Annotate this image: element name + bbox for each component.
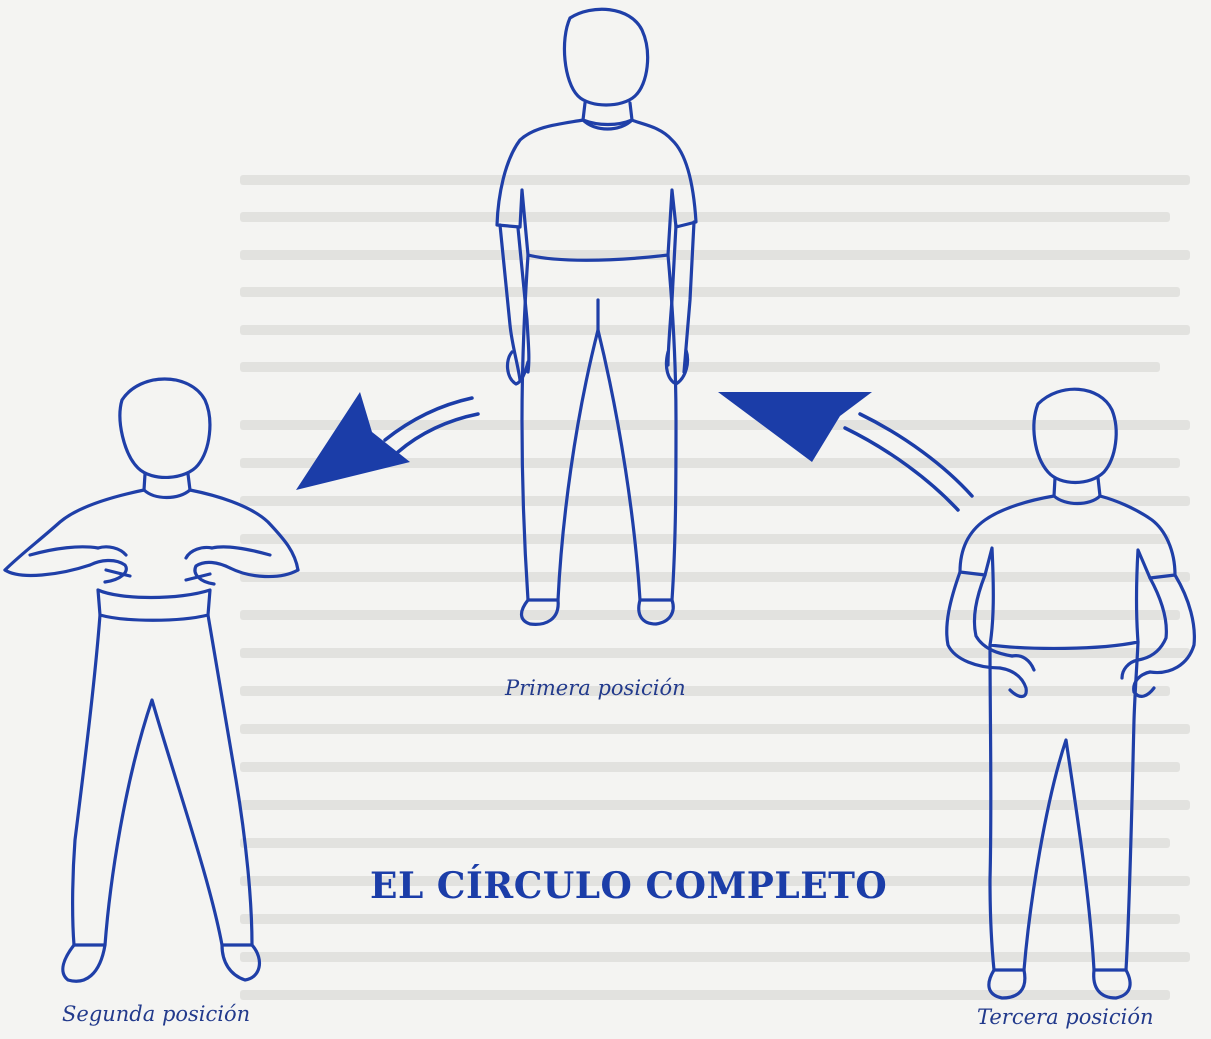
figure-primera-posicion [497, 9, 696, 624]
figure-primera-shirt [497, 120, 696, 260]
arrow-to-primera [718, 392, 972, 510]
caption-tercera-posicion: Tercera posición [977, 1005, 1154, 1029]
headline-circulo-completo: EL CÍRCULO COMPLETO [370, 865, 887, 907]
figure-segunda-head [120, 379, 210, 477]
figure-tercera-posicion [947, 389, 1195, 998]
caption-primera-posicion: Primera posición [505, 676, 686, 700]
figure-primera-head [564, 9, 647, 105]
caption-segunda-posicion: Segunda posición [62, 1002, 250, 1026]
figure-tercera-head [1034, 389, 1116, 482]
figure-segunda-trousers [73, 615, 252, 945]
figure-segunda-posicion [5, 379, 298, 981]
arrow-to-segunda [296, 392, 478, 490]
